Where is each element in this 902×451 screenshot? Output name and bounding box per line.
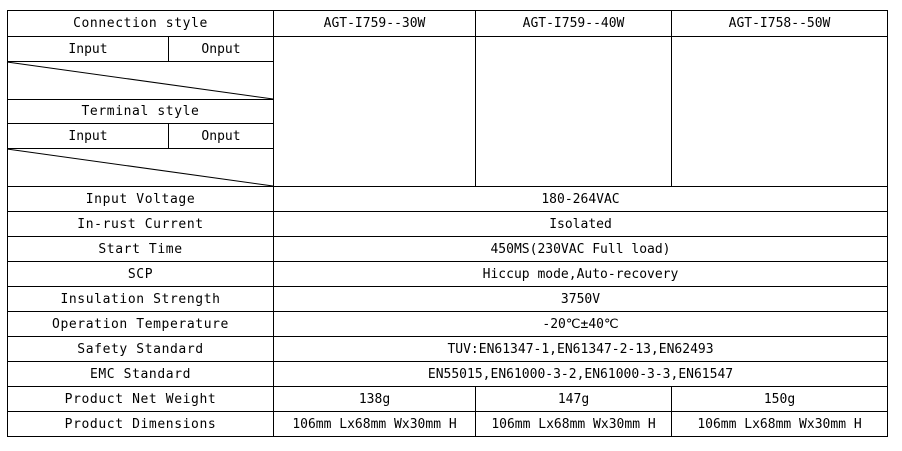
spec-label-safety-standard: Safety Standard (77, 341, 204, 357)
spec-label-input-voltage: Input Voltage (85, 191, 196, 207)
terminal-input-label: Input (68, 128, 108, 144)
terminal-output-label: Onput (201, 128, 241, 144)
spec-label-insulation-strength: Insulation Strength (60, 291, 221, 307)
diagonal-terminal (6, 148, 274, 187)
dimensions-value-1: 106mm Lx68mm Wx30mm H (292, 416, 457, 432)
spec-value-insulation-strength: 3750V (560, 291, 601, 307)
spec-label-start-time: Start Time (98, 241, 183, 257)
terminal-style-title: Terminal style (81, 104, 200, 119)
connection-style-header: Connection style (73, 16, 208, 31)
spec-label-operation-temperature: Operation Temperature (52, 316, 229, 332)
dimensions-value-3: 106mm Lx68mm Wx30mm H (697, 416, 862, 432)
spec-label-scp: SCP (127, 266, 154, 282)
spec-value-inrush-current: Isolated (549, 216, 612, 232)
model-header-3: AGT-I758--50W (728, 16, 831, 31)
connection-output-label: Onput (201, 41, 241, 57)
spec-label-emc-standard: EMC Standard (89, 366, 192, 382)
model-header-2: AGT-I759--40W (522, 16, 625, 31)
weight-value-2: 147g (557, 391, 590, 407)
spec-value-emc-standard: EN55015,EN61000-3-2,EN61000-3-3,EN61547 (427, 366, 734, 382)
weight-label: Product Net Weight (64, 391, 217, 407)
weight-value-3: 150g (763, 391, 796, 407)
spec-value-scp: Hiccup mode,Auto-recovery (482, 266, 679, 282)
weight-value-1: 138g (358, 391, 391, 407)
spec-value-input-voltage: 180-264VAC (541, 191, 620, 207)
spec-value-safety-standard: TUV:EN61347-1,EN61347-2-13,EN62493 (447, 341, 714, 357)
dimensions-value-2: 106mm Lx68mm Wx30mm H (491, 416, 656, 432)
dimensions-label: Product Dimensions (64, 416, 217, 432)
connection-input-label: Input (68, 41, 108, 57)
model-header-1: AGT-I759--30W (323, 16, 426, 31)
diagonal-connection (6, 61, 274, 100)
spec-label-inrush-current: In-rust Current (77, 216, 204, 232)
spec-value-operation-temperature: -20℃±40℃ (542, 316, 619, 332)
spec-value-start-time: 450MS(230VAC Full load) (490, 241, 671, 257)
